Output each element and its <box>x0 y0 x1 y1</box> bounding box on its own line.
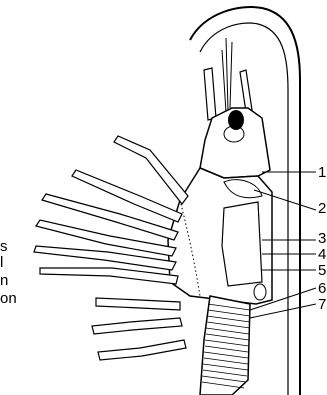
pleopods <box>92 298 186 360</box>
left-label-1: s <box>0 238 8 255</box>
callout-number-3: 3 <box>318 230 326 247</box>
callout-number-5: 5 <box>318 262 326 279</box>
callout-number-4: 4 <box>318 246 326 263</box>
callout-number-7: 7 <box>318 296 326 313</box>
antennule <box>222 38 232 112</box>
gonad-organ <box>222 202 262 286</box>
left-label-2: l <box>0 254 3 271</box>
callout-number-6: 6 <box>318 280 326 297</box>
callout-number-1: 1 <box>318 164 326 181</box>
left-label-3: n <box>0 272 8 289</box>
antenna-stalk-right <box>240 70 252 112</box>
thoracic-legs <box>34 136 188 284</box>
callout-number-2: 2 <box>318 200 326 217</box>
antenna-stalk-left <box>204 68 216 120</box>
left-label-4: on <box>0 290 17 307</box>
small-organ <box>254 284 266 300</box>
